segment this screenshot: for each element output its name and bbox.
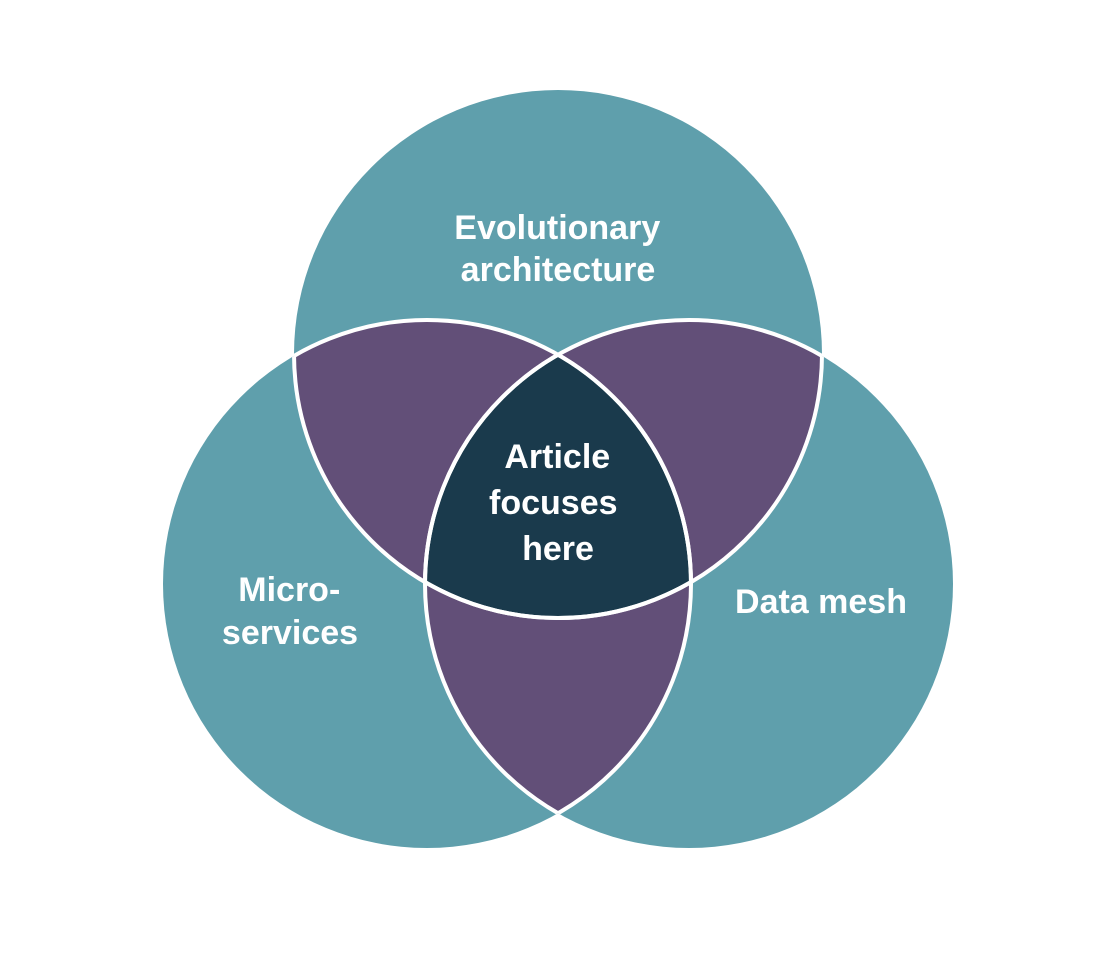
boundary-lines [292,318,824,848]
label-evolutionary-architecture: Evolutionary architecture [454,209,669,289]
label-line: architecture [461,251,656,289]
label-line: Evolutionary [454,209,660,247]
label-line: Micro- [238,571,340,609]
label-microservices: Micro- services [222,571,358,652]
label-line: Data mesh [735,583,907,621]
label-article-focuses-here: Article focuses here [489,438,627,568]
label-line: services [222,614,358,652]
label-line: here [522,530,594,568]
label-line: Article [504,438,610,476]
label-line: focuses [489,484,618,522]
label-data-mesh: Data mesh [735,583,907,621]
